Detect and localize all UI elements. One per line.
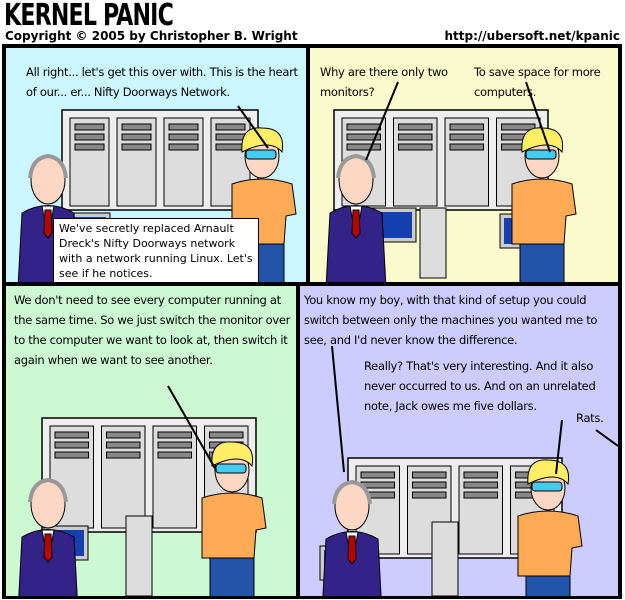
tech-jeans <box>525 575 571 596</box>
drive-bay <box>121 123 152 131</box>
panel-1-art <box>17 105 297 282</box>
drive-bay <box>157 431 192 439</box>
drive-bay <box>168 143 199 151</box>
computer-tower <box>69 117 110 207</box>
drive-bay <box>398 133 433 141</box>
speech-boss: All right... let's get this over with. T… <box>26 65 298 99</box>
drive-bay <box>106 431 141 439</box>
drive-bay <box>501 123 536 131</box>
panel-3-art <box>18 385 267 596</box>
tech-hair <box>521 127 564 154</box>
computer-tower <box>419 207 447 279</box>
tech-glasses <box>215 463 247 474</box>
drive-bay <box>168 123 199 131</box>
tech-jeans <box>519 243 565 282</box>
boss-hair <box>28 477 68 503</box>
panel-2: Why are there only two monitors? To save… <box>310 48 618 282</box>
drive-bay <box>463 481 498 489</box>
drive-bay <box>346 143 381 151</box>
drive-bay <box>463 471 498 479</box>
drive-bay <box>168 133 199 141</box>
copyright-notice: Copyright © 2005 by Christopher B. Wrigh… <box>5 29 298 43</box>
computer-tower <box>116 117 157 207</box>
drive-bay <box>398 123 433 131</box>
drive-bay <box>209 431 244 439</box>
computer-tower <box>458 465 503 555</box>
drive-bay <box>346 123 381 131</box>
drive-bay <box>449 143 484 151</box>
computer-tower <box>125 515 153 596</box>
panel-4-art <box>319 345 618 596</box>
tech-glasses <box>525 149 557 160</box>
drive-bay <box>157 451 192 459</box>
computer-tower <box>431 521 459 596</box>
drive-bay <box>412 481 447 489</box>
speech-pointer <box>365 81 399 161</box>
boss-hair <box>336 153 376 179</box>
drive-bay <box>449 123 484 131</box>
drive-bay <box>121 143 152 151</box>
panel-2-art <box>325 81 577 282</box>
drive-bay <box>346 133 381 141</box>
drive-bay <box>215 133 246 141</box>
speech-pointer <box>331 345 345 473</box>
drive-bay <box>74 133 105 141</box>
drive-bay <box>360 471 395 479</box>
panel-4: You know my boy, with that kind of setup… <box>300 286 618 596</box>
drive-bay <box>449 133 484 141</box>
speech-pointer <box>595 429 618 447</box>
drive-bay <box>74 143 105 151</box>
speech-tech: To save space for more computers. <box>474 65 601 99</box>
boss-tie <box>43 533 53 563</box>
comic-title: KERNEL PANIC <box>4 0 174 33</box>
drive-bay <box>74 123 105 131</box>
speech-pointer <box>525 81 551 153</box>
computer-tower <box>444 117 489 207</box>
boss-tie <box>43 209 53 239</box>
tech-hair <box>527 459 570 486</box>
tech-shirt <box>517 510 583 577</box>
boss-hair <box>332 479 372 505</box>
panel-3: We don't need to see every computer runn… <box>6 286 296 596</box>
speech-boss: Why are there only two monitors? <box>320 65 448 99</box>
tech-jeans <box>209 557 255 596</box>
drive-bay <box>157 441 192 449</box>
tech-hair <box>211 441 254 468</box>
tech-glasses <box>245 149 277 160</box>
computer-tower <box>152 425 197 529</box>
drive-bay <box>215 143 246 151</box>
tech-glasses <box>531 481 563 492</box>
drive-bay <box>121 133 152 141</box>
tech-shirt <box>511 178 577 245</box>
speech-boss: You know my boy, with that kind of setup… <box>304 293 598 347</box>
drive-bay <box>54 431 89 439</box>
speech-pointer <box>555 419 563 475</box>
speech-tech: Really? That's very interesting. And it … <box>364 359 596 413</box>
comic-url[interactable]: http://ubersoft.net/kpanic <box>444 29 621 43</box>
drive-bay <box>106 451 141 459</box>
caption-box: We've secretly replaced Arnault Dreck's … <box>53 218 259 282</box>
drive-bay <box>106 441 141 449</box>
drive-bay <box>412 471 447 479</box>
drive-bay <box>215 123 246 131</box>
computer-tower <box>393 117 438 207</box>
drive-bay <box>412 491 447 499</box>
boss-hair <box>28 153 68 179</box>
speech-pointer <box>167 385 217 471</box>
drive-bay <box>54 451 89 459</box>
drive-bay <box>360 481 395 489</box>
speech-pointer <box>237 105 269 149</box>
drive-bay <box>398 143 433 151</box>
speech-tech: We don't need to see every computer runn… <box>14 293 291 367</box>
boss-tie <box>347 535 357 565</box>
drive-bay <box>54 441 89 449</box>
tech-shirt <box>201 492 267 559</box>
computer-tower <box>101 425 146 529</box>
boss-tie <box>351 209 361 239</box>
drive-bay <box>463 491 498 499</box>
computer-tower <box>163 117 204 207</box>
panel-1: All right... let's get this over with. T… <box>6 48 306 282</box>
speech-offscreen: Rats. <box>576 411 604 425</box>
